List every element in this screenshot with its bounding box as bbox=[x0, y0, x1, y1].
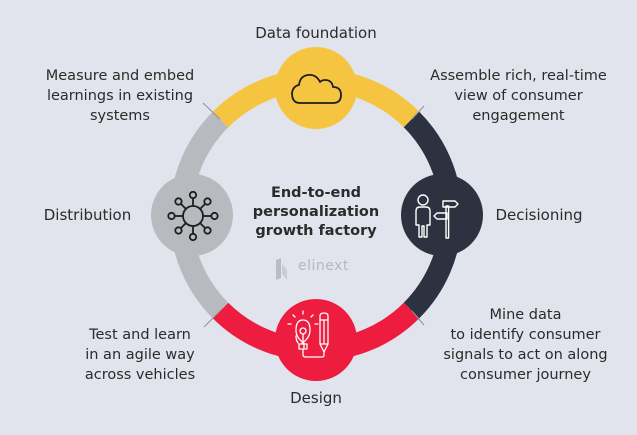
node-distribution bbox=[151, 174, 233, 256]
node-design bbox=[275, 299, 357, 381]
cloud-icon bbox=[291, 73, 342, 104]
note-measure-and-embed: Measure and embed learnings in existing … bbox=[45, 68, 195, 124]
center-title: End-to-end personalization growth factor… bbox=[252, 185, 380, 239]
elinext-logo-mark bbox=[276, 258, 287, 280]
person-signpost-icon bbox=[415, 194, 459, 239]
connector-line-bottom-left bbox=[203, 310, 221, 328]
node-decisioning bbox=[401, 174, 483, 256]
logo-wordmark: elinext bbox=[298, 258, 349, 274]
node-data-foundation bbox=[275, 47, 357, 129]
stage-label-distribution: Distribution bbox=[43, 206, 132, 224]
elinext-logo: elinext bbox=[298, 258, 349, 274]
note-mine-data: Mine data to identify consumer signals t… bbox=[443, 307, 608, 383]
stage-label-data-foundation: Data foundation bbox=[255, 24, 377, 42]
connector-line-top-left bbox=[202, 102, 221, 120]
connector-line-top-right bbox=[411, 105, 425, 120]
lightbulb-pencil-icon bbox=[287, 310, 329, 358]
connector-line-bottom-right bbox=[411, 310, 425, 326]
stage-label-decisioning: Decisioning bbox=[495, 206, 583, 224]
stage-label-design: Design bbox=[290, 389, 342, 407]
note-assemble-view: Assemble rich, real-time view of consume… bbox=[430, 68, 607, 124]
note-test-and-learn: Test and learn in an agile way across ve… bbox=[84, 327, 196, 383]
network-hub-icon bbox=[167, 190, 219, 242]
